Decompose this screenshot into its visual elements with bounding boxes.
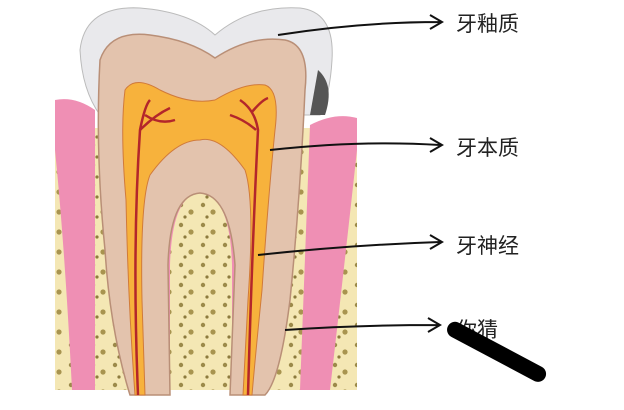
arrow-nerve xyxy=(257,234,444,256)
nerves xyxy=(134,96,269,396)
label-dentin: 牙本质 xyxy=(456,136,519,160)
label-nerve: 牙神经 xyxy=(456,234,519,258)
enamel-shadow xyxy=(310,70,329,115)
gum xyxy=(55,99,95,390)
bone-inner xyxy=(170,193,232,390)
label-enamel: 牙釉质 xyxy=(456,12,519,36)
arrow-dentin xyxy=(269,137,444,153)
arrow-redacted xyxy=(284,317,442,333)
gum-right xyxy=(300,116,357,391)
arrows xyxy=(257,14,444,333)
pulp xyxy=(122,82,277,396)
arrow-enamel xyxy=(277,14,444,36)
